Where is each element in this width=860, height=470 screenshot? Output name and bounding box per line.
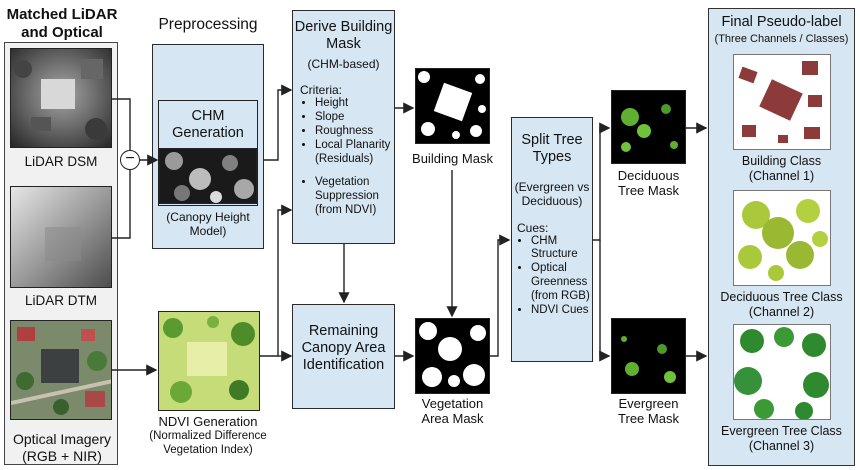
remaining-canopy-box: Remaining Canopy Area Identification [292, 304, 395, 409]
arrow-vegmask-to-split [490, 234, 511, 357]
evergreen-class-image [733, 324, 831, 420]
cue-item: Optical Greenness (from RGB) [531, 262, 592, 303]
vegetation-suppression-item: Vegetation Suppression (from NDVI) [315, 176, 394, 217]
cue-item: NDVI Cues [531, 304, 592, 318]
preprocessing-title: Preprocessing [158, 16, 258, 33]
subtract-operator: − [120, 150, 140, 170]
optical-label: Optical Imagery (RGB + NIR) [12, 431, 112, 464]
criteria-item: Local Planarity (Residuals) [315, 139, 394, 167]
criteria-list: Height Slope Roughness Local Planarity (… [301, 97, 394, 166]
vegetation-mask-image [415, 318, 490, 394]
arrow-split-to-evergreen [599, 240, 611, 362]
lidar-dsm-label: LiDAR DSM [24, 154, 98, 169]
ndvi-caption: (Normalized Difference Vegetation Index) [149, 430, 267, 456]
arrow-dtm-to-subtract [112, 170, 131, 239]
criteria-item: Height [315, 97, 394, 111]
derive-building-mask-subtitle: (CHM-based) [307, 57, 380, 72]
building-class-label: Building Class (Channel 1) [741, 154, 822, 183]
deciduous-class-label: Deciduous Tree Class (Channel 2) [720, 290, 843, 319]
evergreen-mask-image [611, 318, 686, 394]
optical-image [10, 320, 112, 420]
ndvi-title: NDVI Generation [158, 414, 258, 429]
deciduous-mask-image [611, 90, 686, 164]
cues-heading: Cues: [517, 220, 549, 235]
lidar-dsm-image [10, 48, 112, 148]
derive-building-mask-box: Derive Building Mask (CHM-based) Criteri… [292, 10, 395, 244]
final-panel-subtitle: (Three Channels / Classes) [714, 33, 849, 45]
ndvi-image [158, 311, 260, 411]
arrow-split-to-deciduous [593, 122, 611, 241]
lidar-dtm-image [10, 186, 112, 288]
final-panel-title: Final Pseudo-label [721, 14, 842, 30]
deciduous-class-image [733, 190, 831, 286]
split-tree-types-box: Split Tree Types (Evergreen vs Deciduous… [511, 117, 593, 362]
split-tree-types-title: Split Tree Types [521, 132, 583, 166]
arrow-chm-to-building [264, 84, 293, 161]
building-mask-label: Building Mask [412, 151, 493, 166]
evergreen-class-label: Evergreen Tree Class (Channel 3) [721, 424, 842, 453]
cue-item: CHM Structure [531, 235, 592, 263]
arrow-ndvi-to-building [260, 204, 293, 357]
building-class-image [733, 54, 831, 150]
remaining-canopy-title: Remaining Canopy Area Identification [301, 323, 386, 374]
arrow-dsm-to-subtract [112, 98, 131, 150]
cues-list: CHM Structure Optical Greenness (from RG… [517, 235, 592, 318]
evergreen-mask-label: Evergreen Tree Mask [618, 396, 679, 427]
lidar-dtm-label: LiDAR DTM [24, 293, 97, 308]
criteria-item: Slope [315, 111, 394, 125]
criteria-heading: Criteria: [300, 83, 343, 98]
input-panel-title: Matched LiDAR and Optical [6, 6, 118, 41]
vegetation-mask-label: Vegetation Area Mask [421, 396, 484, 427]
derive-building-mask-title: Derive Building Mask [294, 19, 393, 53]
building-mask-image [415, 68, 490, 144]
chm-image [159, 148, 257, 204]
deciduous-mask-label: Deciduous Tree Mask [617, 168, 680, 199]
minus-icon: − [125, 150, 135, 167]
chm-generation-title: CHM Generation [172, 108, 244, 142]
vegetation-suppression: Vegetation Suppression (from NDVI) [301, 176, 394, 217]
split-tree-types-subtitle: (Evergreen vs Deciduous) [514, 180, 590, 209]
chm-caption: (Canopy Height Model) [166, 210, 250, 239]
criteria-item: Roughness [315, 125, 394, 139]
